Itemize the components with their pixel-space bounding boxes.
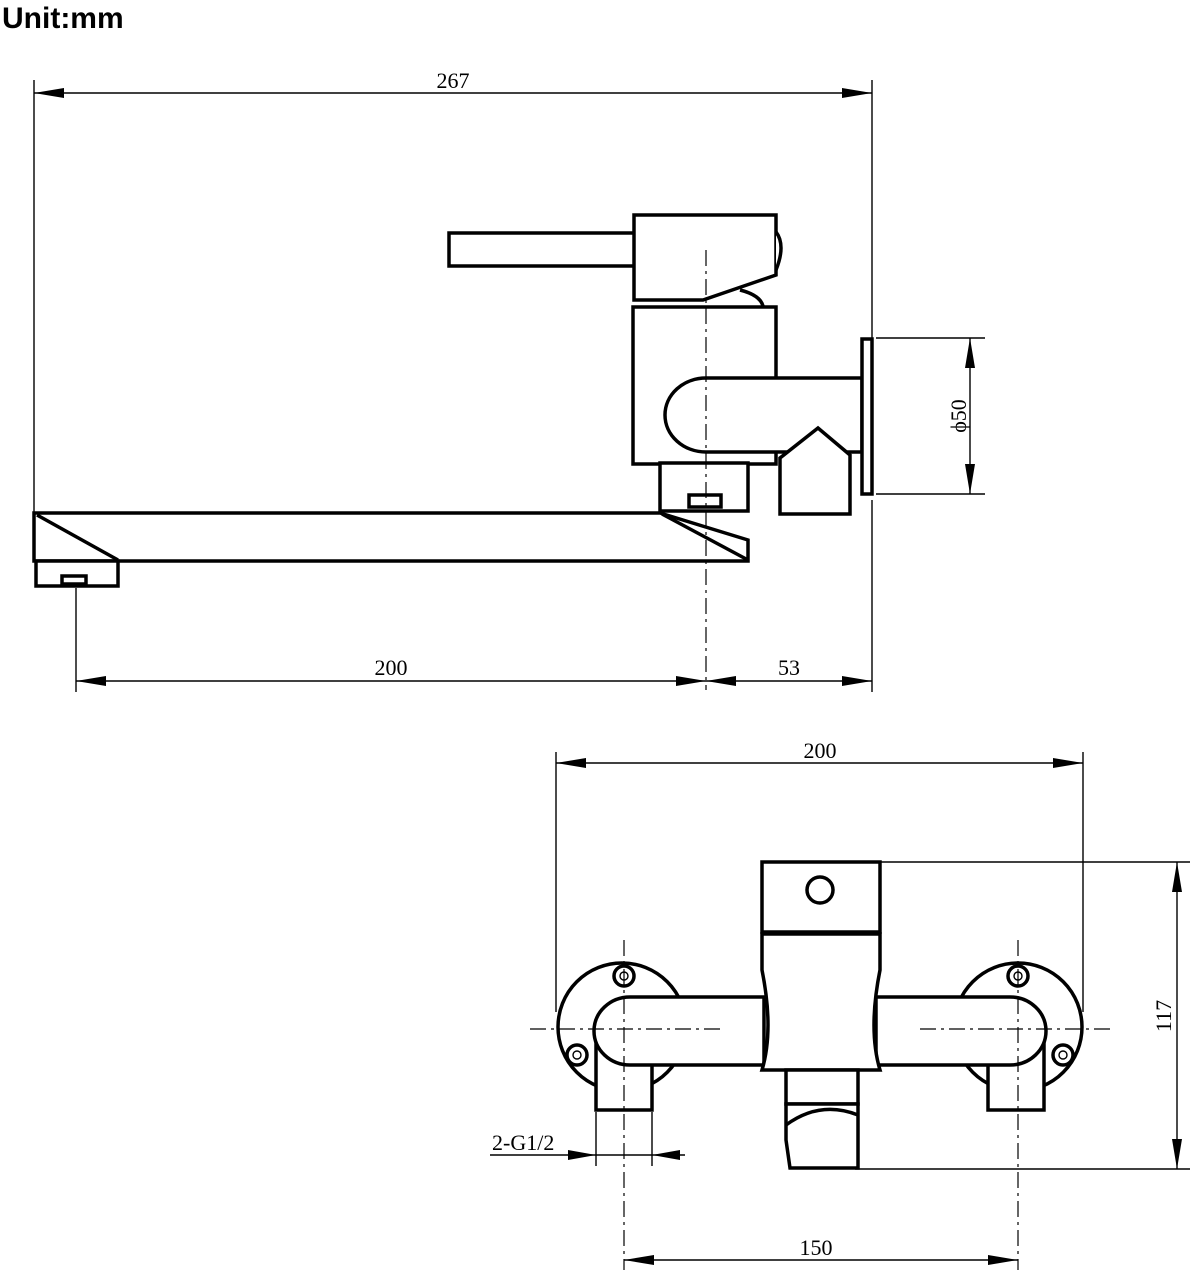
dimension-spout-reach: 200 53 — [75, 500, 873, 692]
left-flange-screw-bottom — [565, 1043, 589, 1067]
wall-flange — [860, 337, 874, 496]
outlet-aerator — [60, 574, 88, 586]
height-value: 117 — [1151, 1000, 1176, 1032]
front-view: 200 117 — [490, 738, 1190, 1270]
diverter-knob — [778, 425, 852, 516]
flange-diameter-value: ϕ50 — [946, 399, 971, 433]
dimension-height: 117 — [855, 861, 1190, 1170]
inlet-thread-value: 2-G1/2 — [492, 1130, 554, 1155]
right-arm — [874, 995, 1048, 1067]
body-offset-value: 53 — [778, 655, 800, 680]
front-valve-body — [759, 932, 883, 1072]
inlet-spacing-value: 150 — [800, 1235, 833, 1260]
spout-reach-value: 200 — [375, 655, 408, 680]
unit-label: Unit:mm — [2, 2, 124, 35]
front-diverter — [784, 1102, 860, 1170]
right-flange-screw-bottom — [1051, 1043, 1075, 1067]
dimension-inlet-spacing: 150 — [624, 1235, 1018, 1265]
aerator-slot — [687, 493, 723, 509]
dimension-flange-diameter: ϕ50 — [876, 337, 985, 495]
front-handle-hole — [805, 875, 835, 905]
left-arm — [592, 995, 766, 1067]
front-width-value: 200 — [804, 738, 837, 763]
lower-body — [658, 461, 750, 513]
dimension-front-width: 200 — [555, 738, 1084, 1012]
handle-cap — [632, 213, 778, 302]
dimension-inlet-thread: 2-G1/2 — [490, 1112, 685, 1166]
spout-outlet — [34, 559, 120, 588]
handle-cap-knob — [774, 230, 783, 271]
spout — [32, 511, 750, 563]
handle-lever — [447, 231, 637, 268]
front-lower-outlet — [784, 1068, 860, 1106]
side-view: 267 ϕ50 — [32, 68, 985, 692]
overall-width-value: 267 — [437, 68, 470, 93]
dimension-overall-width: 267 — [33, 68, 873, 512]
